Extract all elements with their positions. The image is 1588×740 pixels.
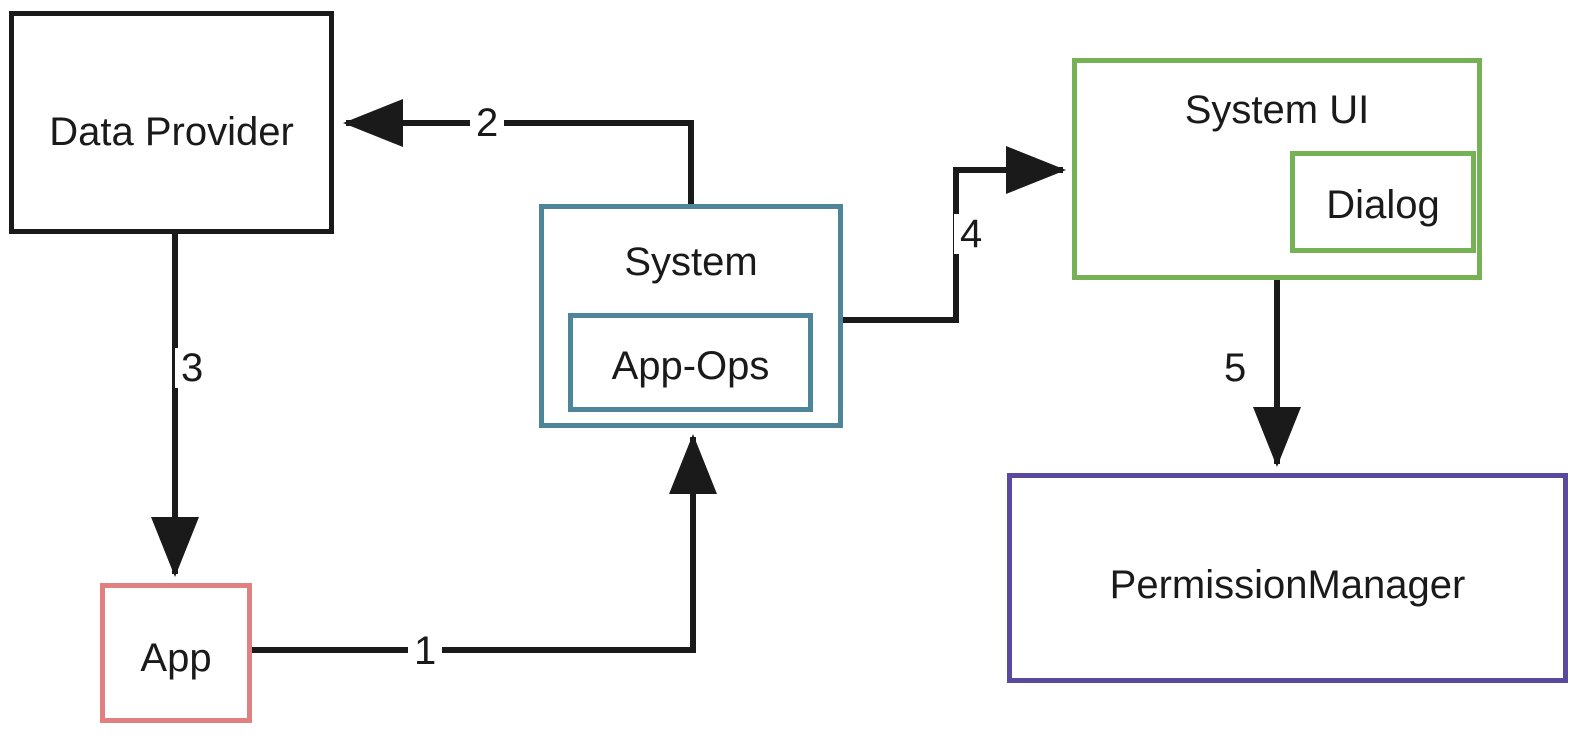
node-permission-manager-label: PermissionManager <box>1109 563 1466 607</box>
node-system-ui-label: System UI <box>1184 88 1370 132</box>
node-app-ops-label: App-Ops <box>611 344 770 388</box>
node-system-label: System <box>624 240 758 284</box>
edge-label-1: 1 <box>408 631 443 671</box>
node-data-provider[interactable]: Data Provider <box>9 11 334 234</box>
edge-1-app-to-system <box>252 434 717 653</box>
node-permission-manager[interactable]: PermissionManager <box>1007 473 1568 683</box>
edge-label-4: 4 <box>954 214 989 254</box>
node-data-provider-label: Data Provider <box>49 110 294 154</box>
node-dialog[interactable]: Dialog <box>1290 151 1476 253</box>
node-dialog-label: Dialog <box>1326 183 1440 227</box>
edge-label-3: 3 <box>175 348 210 388</box>
node-app-label: App <box>140 636 212 680</box>
edge-label-2: 2 <box>470 103 505 143</box>
edge-4-system-to-system-ui <box>843 146 1066 323</box>
node-app-ops[interactable]: App-Ops <box>568 313 813 412</box>
node-app[interactable]: App <box>100 583 252 723</box>
edge-2-system-to-data-provider <box>343 99 694 204</box>
edge-label-5: 5 <box>1218 348 1253 388</box>
